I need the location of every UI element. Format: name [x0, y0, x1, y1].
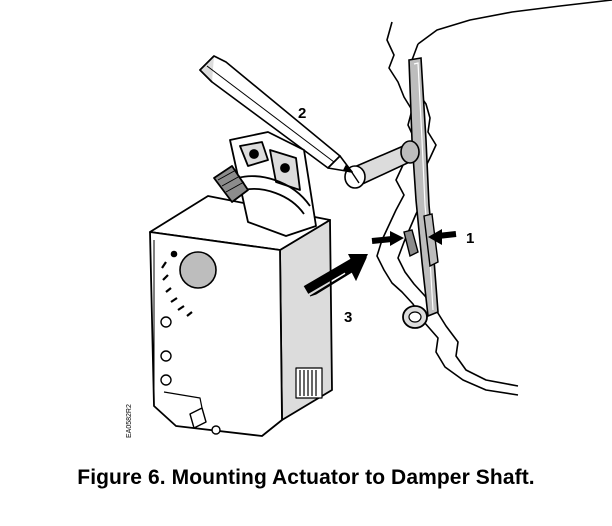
- actuator-vents: [295, 367, 323, 399]
- mounting-slot: [189, 407, 207, 429]
- duct-top-edge: [417, 0, 612, 45]
- actuator-front-face: [149, 231, 283, 437]
- damper-shaft: [344, 140, 420, 189]
- callout-3: 3: [344, 309, 352, 326]
- damper-blade: [408, 57, 439, 318]
- arrow-icon-1-left: [371, 231, 404, 246]
- actuator: [149, 131, 333, 437]
- arrow-icon-1-right: [428, 229, 457, 245]
- shaft-clamp: [229, 131, 317, 237]
- damper-duct: [376, 0, 612, 396]
- callout-2: 2: [298, 105, 306, 122]
- indicator-holes: [160, 316, 172, 386]
- arrow-icon-3: [303, 254, 368, 297]
- clamp-bolt: [213, 165, 249, 203]
- damper-stop: [403, 213, 439, 268]
- callout-1: 1: [466, 230, 474, 247]
- mounting-diagram: 1 2 3 EA0582R2: [126, 0, 612, 438]
- figure-caption: Figure 6. Mounting Actuator to Damper Sh…: [77, 466, 535, 489]
- duct-break-line-inner: [397, 43, 519, 387]
- duct-break-line-outer: [376, 21, 519, 396]
- position-indicator-dial: [161, 250, 217, 317]
- drawing-code: EA0582R2: [126, 404, 133, 438]
- pencil-icon: [199, 55, 353, 173]
- damper-shaft-lower-end: [402, 305, 428, 329]
